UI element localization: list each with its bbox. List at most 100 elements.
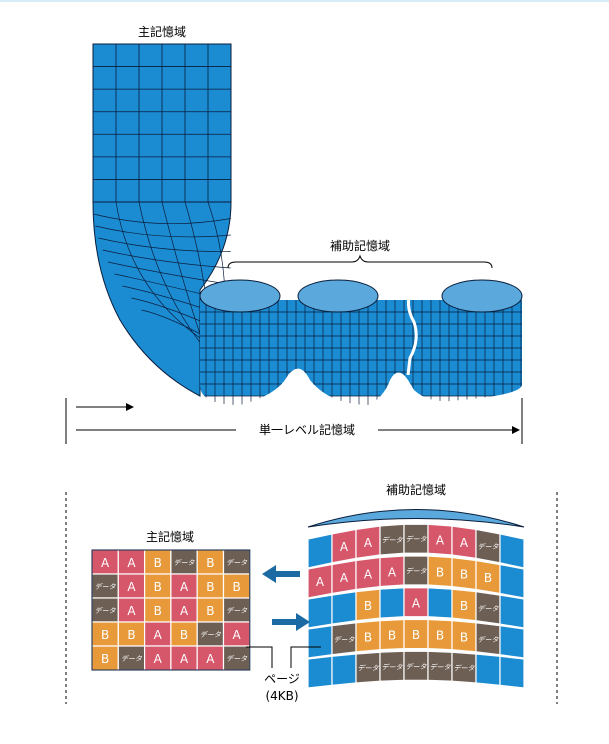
aux-page-cell-label: データ [334,636,356,644]
page-cell-label: A [180,604,189,618]
funnel-curve [92,201,232,397]
aux-page-cell-label: データ [478,543,500,551]
aux-page-cell-label: B [364,630,372,644]
top-diagram: 補助記憶域 主記憶域 単一レベル記憶域 [65,24,523,444]
arrow-to-main [262,565,300,583]
aux-page-cell-label: A [364,536,373,550]
aux-page-cell-label: A [340,571,349,585]
page-cell-label: B [180,628,188,642]
aux-page-cell [499,533,525,569]
aux-page-cell [331,653,357,686]
aux-page-cell-label: B [460,599,468,613]
funnel-col-line [138,201,207,351]
page-cell [144,549,172,575]
cylinder-break [406,287,418,376]
page-cell-label: A [206,652,215,666]
page-cell-label: A [180,580,189,594]
page-cell-label: B [101,628,109,642]
aux-page-cell-label: データ [478,636,500,644]
page-cell-label: A [154,628,163,642]
aux-cylinders [199,279,523,405]
page-cell-label: B [154,604,162,618]
page-leader-left [246,646,273,668]
page-cell [170,645,198,671]
aux-page-cell-label: B [460,568,468,582]
bottom-aux-storage-label: 補助記憶域 [386,482,446,497]
aux-page-cell [499,625,525,659]
main-memory-grid [93,44,231,203]
main-grid-border [91,549,251,671]
page-cell-label: B [127,628,135,642]
funnel-row-line [93,213,231,225]
aux-page-cell-label: A [340,540,349,554]
page-cell-label: A [154,652,163,666]
aux-page-cell-label: B [436,629,444,643]
page-leader-right [290,646,321,668]
funnel-row-line [102,249,231,269]
page-cell [144,573,172,599]
top-rule [0,0,609,2]
aux-page-cell-label: B [388,629,396,643]
aux-page-cell-label: データ [406,536,428,544]
page-cell-label: データ [226,655,248,663]
funnel-col-line [115,201,204,341]
aux-page-cell [379,587,405,619]
aux-page-cell-label: B [412,628,420,642]
page-cell-label: A [127,580,136,594]
aux-page-cell [331,590,357,625]
aux-page-cell-label: A [460,536,469,550]
page-label: ページ [264,672,300,686]
page-cell-label: B [101,652,109,666]
cylinder-top-2 [297,279,379,313]
aux-page-cell-label: データ [358,665,380,673]
main-memory-label: 主記憶域 [138,24,186,39]
page-cell-label: A [127,604,136,618]
aux-page-cell [307,655,333,689]
aux-page-cell [499,655,525,689]
page-cell-label: B [154,580,162,594]
aux-storage-label: 補助記憶域 [330,238,390,253]
aux-page-cell-label: B [364,599,372,613]
aux-brace [227,254,493,269]
page-cell-label: B [154,556,162,570]
bottom-main-memory-label: 主記憶域 [146,529,194,544]
small-arrow-head [126,403,134,411]
aux-page-cell-label: A [412,596,421,610]
page-cell-label: B [206,580,214,594]
aux-page-cell-label: A [364,568,373,582]
aux-page-cell-label: データ [382,537,404,545]
aux-page-cell-label: データ [406,663,428,671]
aux-page-cell-label: A [388,565,397,579]
aux-page-cell-label: B [436,565,444,579]
page-cell-label: B [206,604,214,618]
page-cell-label: データ [95,607,117,615]
aux-page-cell-label: データ [406,568,428,576]
page-cell-label: B [233,580,241,594]
page-cell [91,645,119,671]
page-size-label: (4KB) [265,689,298,703]
aux-page-cell-label: データ [382,663,404,671]
funnel-row-line [107,261,231,285]
single-level-label: 単一レベル記憶域 [259,422,355,437]
aux-page-cell [499,594,525,629]
aux-page-cell-label: データ [454,665,476,673]
aux-page-cell [307,625,333,659]
aux-block-top [307,509,525,528]
page-cell-label: データ [95,583,117,591]
aux-page-cell-label: データ [430,663,452,671]
page-cell [170,597,198,623]
page-cell-label: A [233,628,242,642]
aux-page-cell [307,533,333,569]
aux-page-cell [427,587,453,619]
aux-page-cell [499,563,525,599]
page-cell [117,573,146,599]
aux-page-cell-label: B [460,630,468,644]
aux-page-cell [307,594,333,629]
page-cell-label: A [101,556,110,570]
funnel-row-line [95,225,231,238]
